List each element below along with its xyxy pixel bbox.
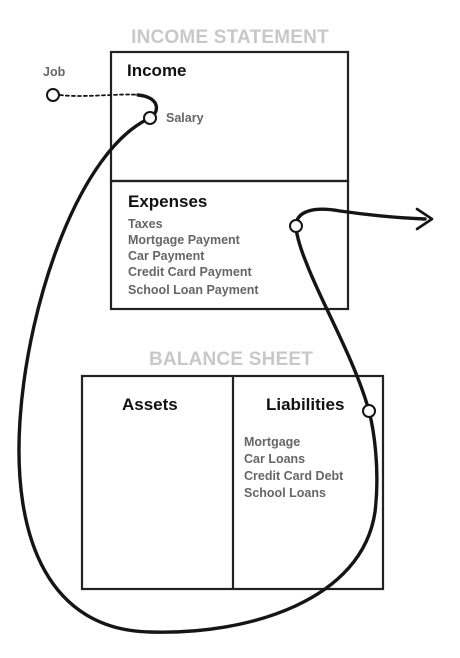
liability-item-car-loans: Car Loans: [244, 452, 305, 466]
assets-heading: Assets: [122, 395, 178, 414]
expenses-list: Taxes Mortgage Payment Car Payment Credi…: [128, 217, 259, 297]
liabilities-list: Mortgage Car Loans Credit Card Debt Scho…: [244, 435, 344, 500]
expense-item-mortgage-payment: Mortgage Payment: [128, 233, 241, 247]
expense-item-credit-card-payment: Credit Card Payment: [128, 265, 252, 279]
income-statement-title: INCOME STATEMENT: [131, 27, 329, 48]
outflow-arrowhead-icon: [415, 207, 434, 231]
job-label: Job: [43, 65, 66, 79]
liabilities-node: [362, 404, 376, 418]
liability-item-credit-card-debt: Credit Card Debt: [244, 469, 344, 483]
expenses-box: [109, 179, 350, 311]
job-node: [46, 88, 60, 102]
salary-label: Salary: [166, 111, 204, 125]
salary-to-liabilities-loop: [17, 116, 379, 634]
expense-item-car-payment: Car Payment: [128, 249, 205, 263]
liabilities-to-expenses-line: [294, 223, 371, 413]
income-heading: Income: [127, 61, 187, 80]
expense-item-school-loan-payment: School Loan Payment: [128, 283, 259, 297]
job-to-salary-line: [59, 93, 141, 97]
expenses-node: [289, 219, 303, 233]
expenses-heading: Expenses: [128, 192, 207, 211]
salary-node: [143, 111, 157, 125]
liability-item-mortgage: Mortgage: [244, 435, 300, 449]
expense-item-taxes: Taxes: [128, 217, 163, 231]
liability-item-school-loans: School Loans: [244, 486, 326, 500]
expenses-outflow-line: [294, 207, 427, 228]
balance-sheet-title: BALANCE SHEET: [149, 349, 313, 370]
liabilities-heading: Liabilities: [266, 395, 344, 414]
